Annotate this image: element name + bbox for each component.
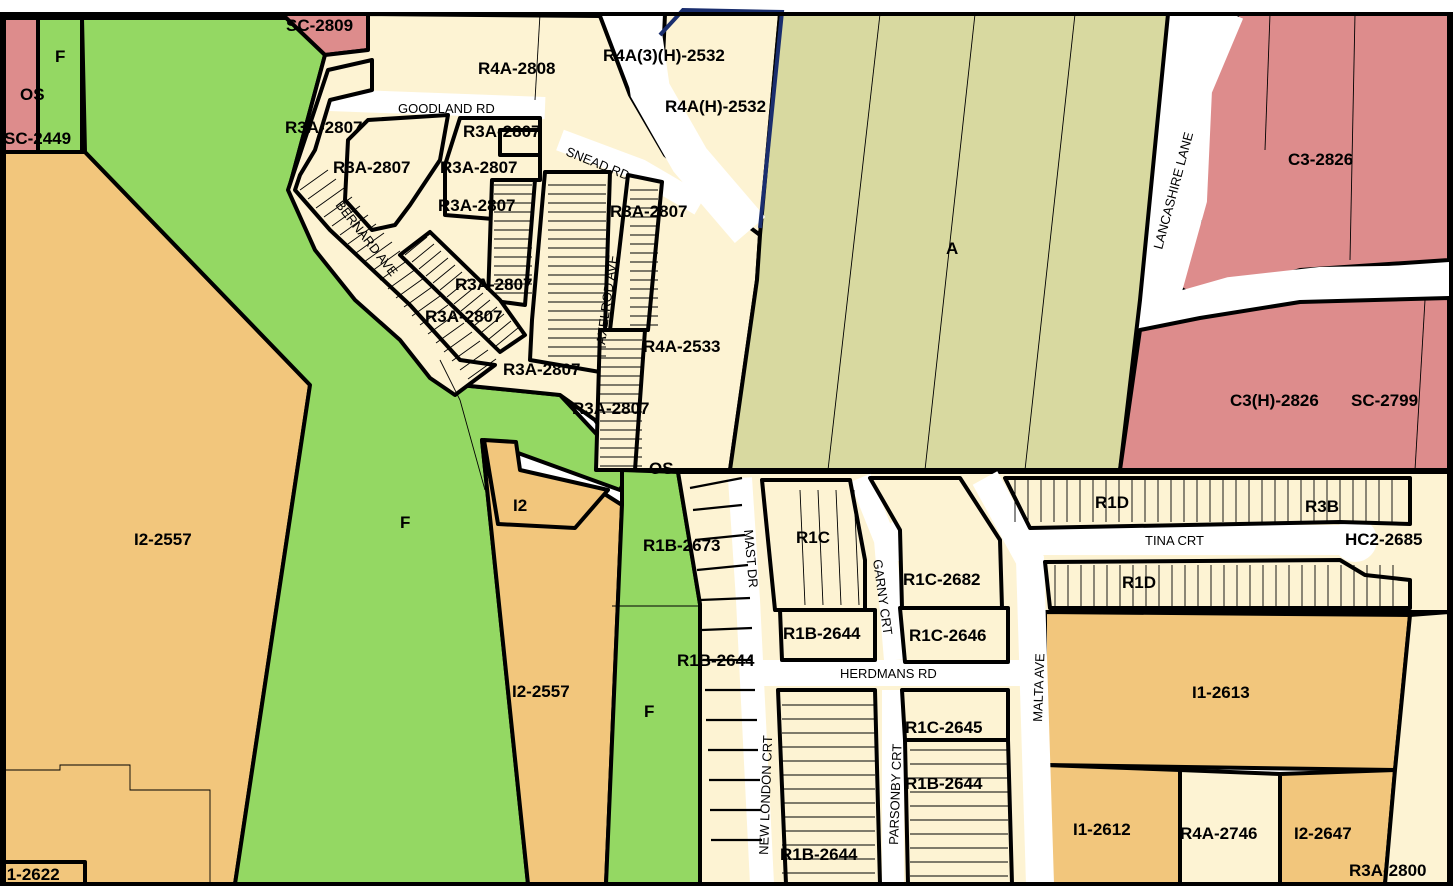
- zone-label-sc-2809: SC-2809: [286, 16, 353, 35]
- zone-label-r1d-top: R1D: [1095, 493, 1129, 512]
- zone-label-r4a-3h-2532: R4A(3)(H)-2532: [603, 46, 725, 65]
- zone-label-r1c-2646: R1C-2646: [909, 626, 987, 645]
- road-label-mast: MAST DR: [741, 529, 761, 588]
- zone-label-r1c-2645: R1C-2645: [905, 718, 983, 737]
- zone-label-r3a-10: R3A-2807: [572, 399, 650, 418]
- zone-label-r3a-2: R3A-2807: [463, 122, 541, 141]
- block-r1b-2644-a: [778, 608, 877, 662]
- road-label-herdmans: HERDMANS RD: [840, 666, 937, 681]
- zone-label-r1b-2644-b: R1B-2644: [677, 651, 755, 670]
- block-r3a-west: [286, 58, 497, 397]
- zone-label-i2-2647: I2-2647: [1294, 824, 1352, 843]
- zone-label-os-top-left: OS: [20, 85, 45, 104]
- highlight-boundary: [658, 7, 785, 229]
- road-snead: [556, 129, 706, 215]
- zone-label-r3a-1: R3A-2807: [285, 118, 363, 137]
- zone-label-c3-2826: C3-2826: [1288, 150, 1353, 169]
- zone-label-r3a-9: R3A-2807: [503, 360, 581, 379]
- road-label-malta: MALTA AVE: [1030, 653, 1047, 722]
- map-frame: [0, 12, 1453, 886]
- block-r1c-2646: [898, 606, 1010, 664]
- road-malta: [972, 471, 1054, 885]
- lot-hatching: [299, 169, 1394, 877]
- zone-label-r4a-2808: R4A-2808: [478, 59, 556, 78]
- block-r3a-axelrod-e: [608, 173, 664, 332]
- zone-label-r1c: R1C: [796, 528, 830, 547]
- zone-label-i2-2557-left: I2-2557: [134, 530, 192, 549]
- road-label-goodland: GOODLAND RD: [398, 101, 495, 116]
- zone-f-top-left: [36, 16, 84, 154]
- zone-label-r3a-6: R3A-2807: [610, 202, 688, 221]
- road-mast: [728, 477, 774, 885]
- road-label-tina: TINA CRT: [1145, 533, 1204, 548]
- zone-label-r1b-2644-d: R1B-2644: [780, 845, 858, 864]
- zone-label-a: A: [946, 239, 958, 258]
- block-r1d-top: [1003, 476, 1412, 530]
- zone-label-r3a-3: R3A-2807: [333, 158, 411, 177]
- zone-f-bottom: [604, 468, 702, 886]
- zone-label-f-bottom: F: [644, 702, 654, 721]
- zone-label-i1-2612: I1-2612: [1073, 820, 1131, 839]
- road-lancashire-east: [1156, 265, 1450, 323]
- zone-label-r1b-2644-c: R1B-2644: [905, 774, 983, 793]
- zone-label-r3a-7: R3A-2807: [455, 275, 533, 294]
- zone-label-f-center: F: [400, 513, 410, 532]
- lot-lines: [4, 13, 1426, 884]
- zone-label-c3h-2826: C3(H)-2826: [1230, 391, 1319, 410]
- zone-label-sc-2449: SC-2449: [4, 129, 71, 148]
- zone-label-r3a-2800: R3A-2800: [1349, 861, 1427, 880]
- road-lancashire: [1158, 9, 1244, 294]
- zone-label-r4a-2533: R4A-2533: [643, 337, 721, 356]
- zone-c3h-2826: [1118, 296, 1451, 472]
- zone-label-r4a-h-2532: R4A(H)-2532: [665, 97, 766, 116]
- block-r3a-strip-1: [486, 178, 537, 307]
- road-snead-curve: [620, 17, 766, 244]
- block-r3a-small: [498, 128, 542, 157]
- zone-label-f-top-left: F: [55, 47, 65, 66]
- road-label-new-london: NEW LONDON CRT: [756, 735, 775, 855]
- zone-label-i2-small: I2: [513, 496, 527, 515]
- road-label-parsonby: PARSONBY CRT: [886, 743, 905, 845]
- zone-label-sc-2799: SC-2799: [1351, 391, 1418, 410]
- block-r1d-bottom: [1043, 558, 1412, 610]
- block-r3a-south: [594, 328, 647, 472]
- zone-label-r3a-5: R3A-2807: [438, 196, 516, 215]
- zone-label-i2-2557-center: I2-2557: [512, 682, 570, 701]
- zone-label-r3a-4: R3A-2807: [440, 158, 518, 177]
- zone-label-r3a-8: R3A-2807: [425, 307, 503, 326]
- road-goodland: [329, 89, 546, 119]
- zone-i2-small: [482, 438, 610, 530]
- zone-label-r4a-2746: R4A-2746: [1180, 824, 1258, 843]
- zone-label-i1-2622: I1-2622: [2, 865, 60, 884]
- zone-label-r3b: R3B: [1305, 497, 1339, 516]
- zone-label-r1d-bottom: R1D: [1122, 573, 1156, 592]
- zone-label-os-bottom: OS: [649, 459, 674, 478]
- zone-label-i1-2613: I1-2613: [1192, 683, 1250, 702]
- zone-label-r1c-2682: R1C-2682: [903, 570, 981, 589]
- zone-label-r1b-2673: R1B-2673: [643, 536, 721, 555]
- zone-label-hc2-2685: HC2-2685: [1345, 530, 1423, 549]
- zone-label-r1b-2644-a: R1B-2644: [783, 624, 861, 643]
- block-r1c: [760, 478, 867, 612]
